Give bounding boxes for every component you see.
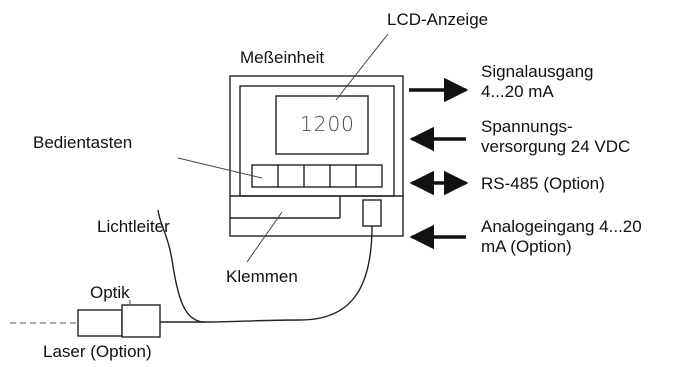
terminals-leader (246, 211, 283, 263)
label-rs485: RS-485 (Option) (481, 174, 605, 193)
optics-head (77, 304, 205, 338)
label-laser: Laser (Option) (43, 342, 152, 361)
label-terminals: Klemmen (226, 267, 298, 286)
unit-front-panel (239, 85, 395, 197)
label-power-supply: Spannungs- versorgung 24 VDC (481, 117, 631, 156)
lcd-readout: 1200 (300, 112, 355, 136)
button-row (251, 164, 383, 188)
fiber-cable (157, 209, 373, 323)
optics-housing (77, 309, 123, 337)
button-strip (251, 164, 383, 188)
label-fiber-optic: Lichtleiter (97, 217, 170, 236)
label-optics: Optik (90, 283, 130, 302)
label-measuring-unit: Meßeinheit (240, 48, 325, 67)
lcd-window (275, 95, 369, 155)
label-signal-output: Signalausgang 4...20 mA (481, 62, 594, 101)
label-operating-buttons: Bedientasten (33, 133, 133, 152)
optics-lens (121, 304, 161, 338)
label-analog-input: Analogeingang 4...20 mA (Option) (481, 217, 642, 256)
label-lcd-display: LCD-Anzeige (387, 10, 489, 29)
leader-lines (129, 33, 389, 305)
measuring-unit (229, 75, 404, 237)
fiber-connector (362, 199, 382, 227)
buttons-leader (177, 157, 263, 179)
lcd-leader (335, 33, 389, 101)
terminal-block (230, 195, 403, 227)
signal-arrows (409, 77, 469, 250)
unit-outer-frame (229, 75, 404, 237)
